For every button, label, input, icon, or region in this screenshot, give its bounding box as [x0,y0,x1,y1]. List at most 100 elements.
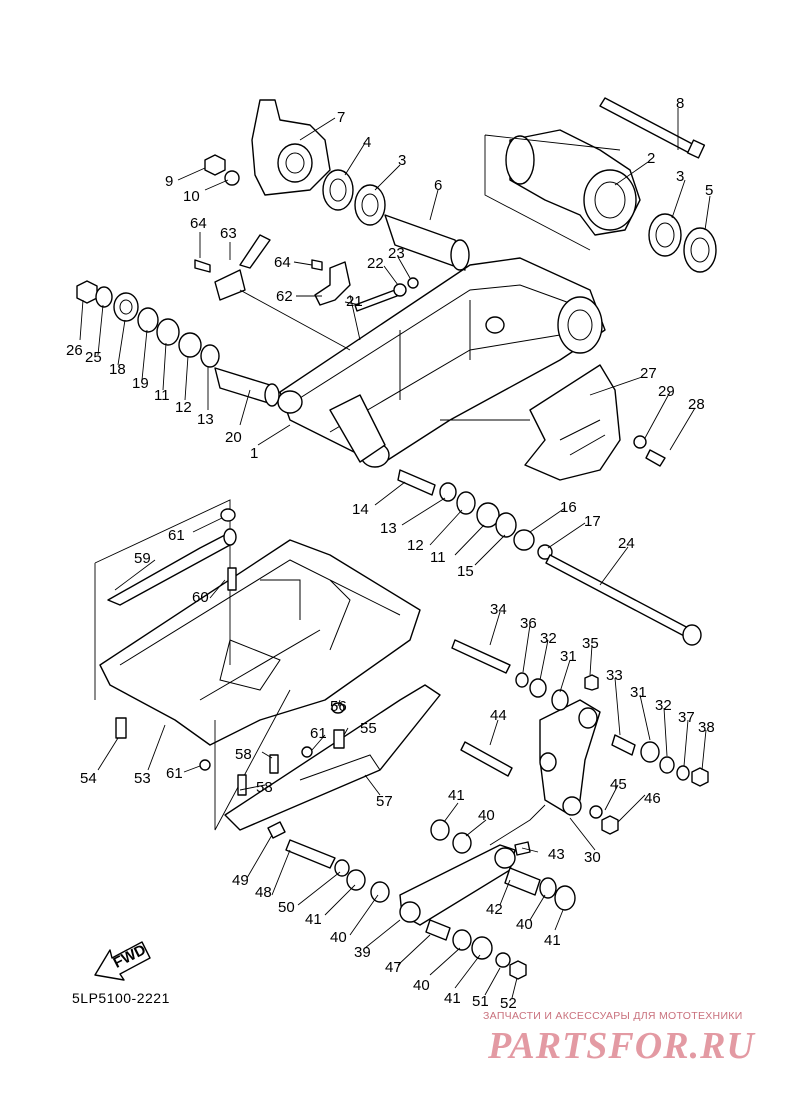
callout-25: 25 [85,349,102,366]
callout-46: 46 [644,790,661,807]
connecting-rod-drawing [267,804,619,980]
callout-38: 38 [698,719,715,736]
callout-54: 54 [80,770,97,787]
callout-30: 30 [584,849,601,866]
callout-60: 60 [192,589,209,606]
callout-22: 22 [367,255,384,272]
fwd-arrow-icon: FWD [94,941,151,981]
callout-45: 45 [610,776,627,793]
callout-41d: 41 [544,932,561,949]
bracket-drawing [251,99,331,196]
callout-11a: 11 [154,387,170,404]
callout-33: 33 [606,667,623,684]
callout-8: 8 [676,95,684,112]
callout-42: 42 [486,901,503,918]
watermark-logo: PARTSFOR.RU [488,1025,755,1067]
callout-19: 19 [132,375,149,392]
watermark-tagline: ЗАПЧАСТИ И АКСЕССУАРЫ ДЛЯ МОТОТЕХНИКИ [483,1010,743,1022]
callout-40a: 40 [478,807,495,824]
callout-27: 27 [640,365,657,382]
swingarm-drawing [277,257,606,468]
callout-57: 57 [376,793,393,810]
callout-3b: 3 [676,168,684,185]
callout-49: 49 [232,872,249,889]
callout-16: 16 [560,499,577,516]
callout-53: 53 [134,770,151,787]
callout-11b: 11 [430,549,446,566]
callout-43: 43 [548,846,565,863]
small-hardware-drawings [194,234,419,351]
callout-14: 14 [352,501,369,518]
callout-23: 23 [388,245,405,262]
callout-12a: 12 [175,399,192,416]
relay-arm-drawing [451,639,709,816]
callout-39: 39 [354,944,371,961]
callout-55: 55 [360,720,377,737]
callout-10: 10 [183,188,200,205]
callout-31a: 31 [560,648,577,665]
callout-21: 21 [346,293,363,310]
callout-1: 1 [250,445,258,462]
callout-61c: 61 [166,765,183,782]
callout-62: 62 [276,288,293,305]
callout-15: 15 [457,563,474,580]
callout-52: 52 [500,995,517,1012]
callout-32a: 32 [540,630,557,647]
callout-32b: 32 [655,697,672,714]
callout-29: 29 [658,383,675,400]
callout-61a: 61 [168,527,185,544]
callout-64b: 64 [274,254,291,271]
callout-17: 17 [584,513,601,530]
callout-35: 35 [582,635,599,652]
callout-51: 51 [472,993,489,1010]
chain-guide-drawing [440,364,666,481]
callout-40c: 40 [413,977,430,994]
callout-9: 9 [165,173,173,190]
callout-56: 56 [330,698,347,715]
callout-37: 37 [678,709,695,726]
callout-24: 24 [618,535,635,552]
callout-4: 4 [363,134,371,151]
callout-18: 18 [109,361,126,378]
callout-41c: 41 [444,990,461,1007]
seal-and-bearing-drawings [204,97,717,273]
callout-31b: 31 [630,684,647,701]
callout-58a: 58 [235,746,252,763]
callout-13b: 13 [380,520,397,537]
guard-plate-drawing [214,684,441,831]
callout-44: 44 [490,707,507,724]
left-bearing-stack-drawings [76,280,280,407]
leader-lines [79,108,711,999]
callout-61b: 61 [310,725,327,742]
callout-6: 6 [434,177,442,194]
callout-59: 59 [134,550,151,567]
callout-12b: 12 [407,537,424,554]
callout-40d: 40 [516,916,533,933]
callout-7: 7 [337,109,345,126]
callout-48: 48 [255,884,272,901]
callout-50: 50 [278,899,295,916]
axle-housing-drawing [484,129,641,251]
callout-40b: 40 [330,929,347,946]
callout-3a: 3 [398,152,406,169]
callout-26: 26 [66,342,83,359]
diagram-code: 5LP5100-2221 [72,990,170,1006]
callout-13a: 13 [197,411,214,428]
fastener-drawings [115,508,345,796]
callout-2: 2 [647,150,655,167]
skid-plate-drawing [94,499,421,746]
callout-20: 20 [225,429,242,446]
pivot-stack-drawings [397,469,702,646]
callout-36: 36 [520,615,537,632]
callout-58b: 58 [256,779,273,796]
callout-64a: 64 [190,215,207,232]
callout-47: 47 [385,959,402,976]
callout-41a: 41 [448,787,465,804]
callout-63: 63 [220,225,237,242]
callout-41b: 41 [305,911,322,928]
callout-labels: 7 4 3 6 8 2 3 5 9 10 64 63 64 62 21 22 2… [66,95,715,1012]
callout-5: 5 [705,182,713,199]
callout-28: 28 [688,396,705,413]
